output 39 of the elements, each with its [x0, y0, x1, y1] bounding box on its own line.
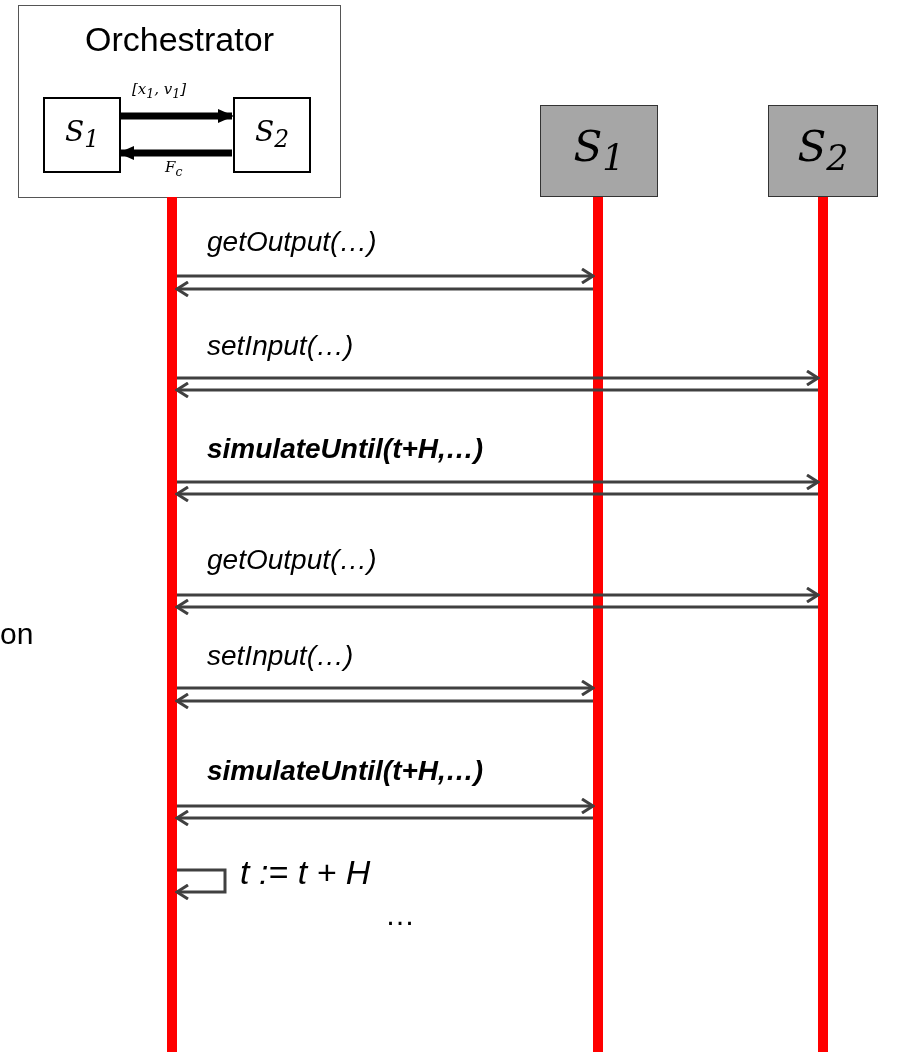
- participant-box: [768, 105, 878, 197]
- edge-label: t := t + H: [240, 853, 371, 892]
- edge-label: [x$_{1}$, v$_{1}$]: [132, 80, 187, 101]
- participant-box: [540, 105, 658, 197]
- subsystem-name: S$_{1}$: [572, 124, 626, 178]
- arrow: [175, 381, 818, 399]
- arrow: [177, 586, 820, 604]
- edge-label: getOutput(…): [207, 226, 377, 258]
- arrow: [175, 809, 593, 827]
- subsystem-box: [233, 97, 311, 173]
- lifeline: [593, 197, 603, 1052]
- arrow: [175, 280, 593, 298]
- arrow: [175, 868, 227, 901]
- arrow: [175, 485, 818, 503]
- edge-label: simulateUntil(t+H,…): [207, 755, 484, 787]
- subsystem-name: S$_{2}$: [254, 116, 290, 154]
- arrow: [177, 473, 820, 491]
- lifeline: [818, 197, 828, 1052]
- orchestrator-box: [18, 5, 341, 198]
- edge-label: simulateUntil(t+H,…): [207, 433, 484, 465]
- lifeline: [167, 197, 177, 1052]
- edge-label: F$_{c}$: [165, 158, 183, 179]
- edge-label: setInput(…): [207, 640, 354, 672]
- arrow: [177, 797, 595, 815]
- arrow: [177, 679, 595, 697]
- ellipsis-note: …: [385, 898, 415, 932]
- orchestrator-title: Orchestrator: [84, 20, 275, 59]
- arrow: [177, 267, 595, 285]
- arrow: [120, 109, 234, 123]
- arrow: [177, 369, 820, 387]
- subsystem-name: S$_{1}$: [64, 116, 100, 154]
- edge-label: getOutput(…): [207, 544, 377, 576]
- cut-off-text: on: [0, 617, 34, 651]
- arrow: [175, 692, 593, 710]
- subsystem-box: [43, 97, 121, 173]
- arrow: [118, 146, 232, 160]
- arrow: [175, 598, 818, 616]
- edge-label: setInput(…): [207, 330, 354, 362]
- subsystem-name: S$_{2}$: [796, 124, 850, 178]
